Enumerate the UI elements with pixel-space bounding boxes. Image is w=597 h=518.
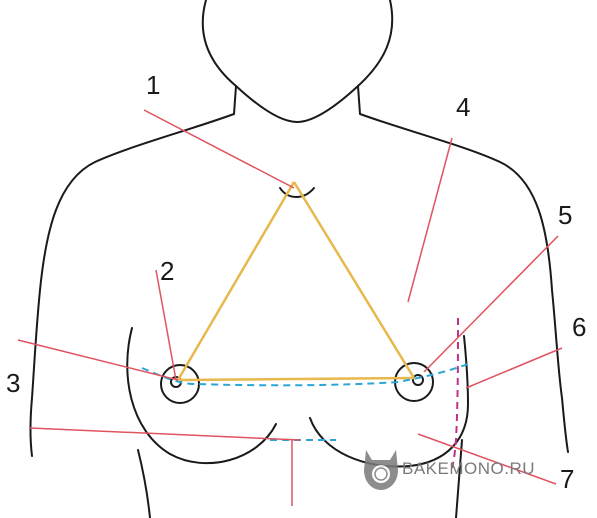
leader-2: [156, 270, 176, 380]
cat-head-icon: [364, 450, 398, 490]
leader-1: [144, 110, 294, 188]
label-3: 3: [6, 368, 20, 398]
watermark-text: BAKEMONO.RU: [402, 459, 535, 478]
label-4: 4: [456, 92, 470, 122]
triangle-base: [178, 378, 414, 380]
leader-bottom-horizontal: [30, 428, 300, 440]
leader-4: [408, 138, 452, 302]
torso-outline: [31, 86, 569, 456]
label-5: 5: [558, 200, 572, 230]
leader-5: [424, 236, 558, 372]
right-underarm-line: [456, 440, 462, 518]
triangle-right-side: [294, 182, 414, 378]
leader-3: [18, 340, 178, 380]
label-6: 6: [572, 312, 586, 342]
right-breast-outline: [310, 336, 468, 467]
head-outline: [203, 0, 392, 122]
label-7: 7: [560, 464, 574, 494]
leader-6: [466, 348, 562, 388]
label-1: 1: [146, 70, 160, 100]
label-2: 2: [160, 256, 174, 286]
left-underarm-line: [138, 450, 150, 518]
left-breast-outline: [127, 328, 276, 463]
triangle-left-side: [178, 182, 294, 380]
